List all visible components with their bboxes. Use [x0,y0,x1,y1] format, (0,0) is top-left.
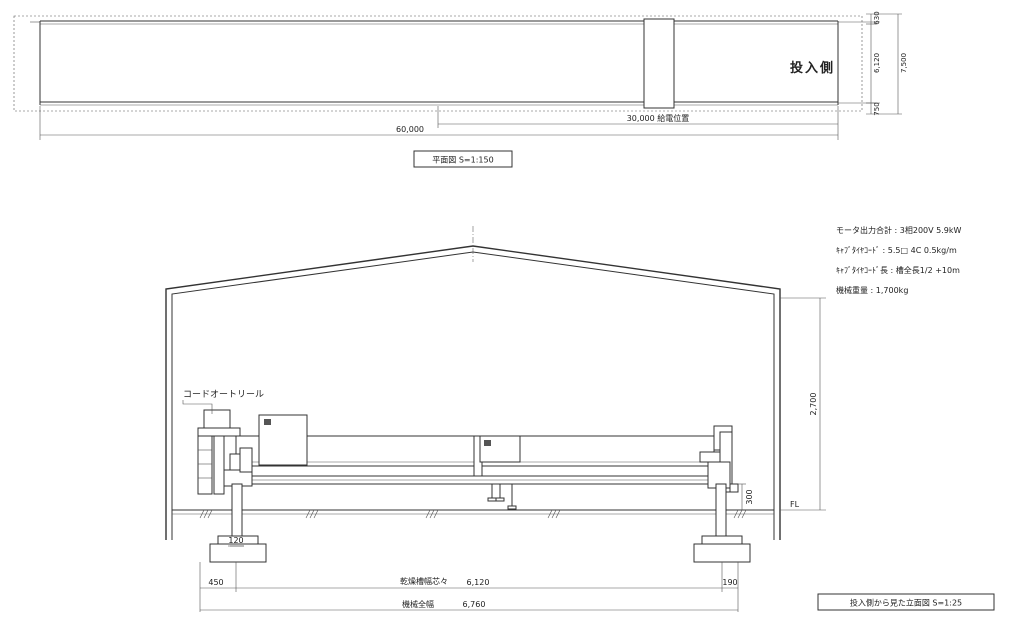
right-support [693,483,751,563]
elevation-caption-box [817,593,995,611]
spec-cabtire-length: ｷｬﾌﾞﾀｲﾔｺｰﾄﾞ長 : 槽全長1/2 +10m [836,265,960,275]
plan-caption: 平面図 S=1:150 [432,156,493,165]
plan-dim-right-bottom: 750 [873,102,881,115]
plan-dim-feed-position: 30,000 給電位置 [627,113,690,123]
dim-machine-width-label: 機械全幅 [402,599,434,609]
spec-machine-weight: 機械重量 : 1,700kg [836,285,908,295]
spec-cabtire-cord: ｷｬﾌﾞﾀｲﾔｺｰﾄﾞ : 5.5□ 4C 0.5kg/m [836,246,957,255]
spec-motor-output: モータ出力合計 : 3相200V 5.9kW [836,225,962,235]
plan-machine [643,18,675,109]
dim-left-offset: 450 [208,578,223,587]
right-end-assembly [699,425,739,493]
floor-label: FL [790,500,800,509]
dim-right-offset: 190 [722,578,737,587]
dim-height: 2,700 [809,393,818,416]
plan-side-label: 投入側 [790,60,835,76]
cord-reel-leader [182,400,213,414]
control-box-center-indicator [484,440,491,446]
control-box-center [479,435,521,463]
dim-trough-center-label: 乾燥槽幅芯々 [400,576,448,586]
dim-trough-center: 6,120 [467,578,490,587]
plan-building-outline [13,15,863,112]
plan-caption-box [413,150,513,168]
cord-reel-label: コードオートリール [183,389,264,400]
center-jacks [487,484,517,510]
elevation-caption: 投入側から見た立面図 S=1:25 [850,598,962,608]
plan-dim-total-length: 60,000 [396,125,424,134]
floor-hatch [199,509,747,519]
plan-dim-right-top: 630 [873,11,881,24]
dim-machine-width: 6,760 [463,600,486,609]
dim-120: 120 [228,536,243,545]
control-box-left-indicator [264,419,271,425]
plan-dim-right-mid: 6,120 [873,53,881,73]
plan-view: 投入側 630 6,120 750 7,500 30,000 給電位置 60,0… [13,11,908,168]
left-end-assembly [197,409,253,495]
left-support [209,483,267,563]
plan-dim-right-total: 7,500 [900,53,908,73]
dim-rail: 300 [745,489,754,504]
spec-notes: モータ出力合計 : 3相200V 5.9kW ｷｬﾌﾞﾀｲﾔｺｰﾄﾞ : 5.5… [836,225,962,295]
elevation-view: コードオートリール 2,700 FL 300 120 450 乾燥槽幅芯々 6,… [165,226,995,612]
